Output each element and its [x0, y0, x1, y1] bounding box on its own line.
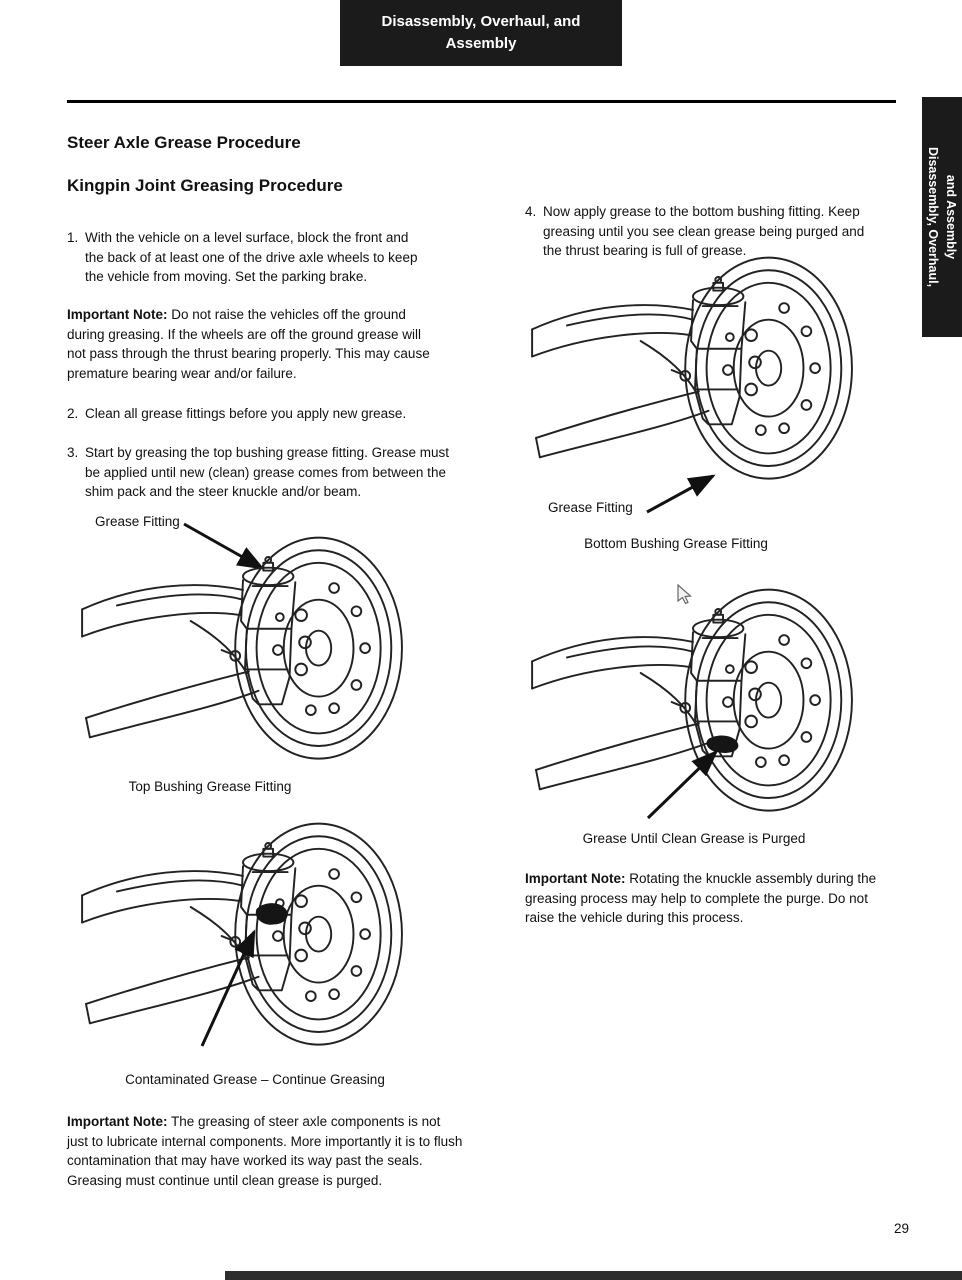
important-note-3: Important Note: Rotating the knuckle ass… — [525, 869, 897, 928]
figure-caption: Grease Until Clean Grease is Purged — [582, 831, 806, 846]
contaminated-grease-blob — [255, 903, 288, 925]
figure-caption: Top Bushing Grease Fitting — [128, 779, 292, 794]
bottom-bar — [225, 1271, 962, 1280]
axle-assembly-illustration — [78, 812, 408, 1064]
figure-bottom-bushing — [528, 246, 858, 498]
note-text: Rotating the knuckle assembly during the… — [525, 871, 877, 926]
note-label: Important Note: — [67, 1114, 168, 1129]
figure-purge-grease — [528, 578, 858, 830]
chapter-tab-text: Disassembly, Overhaul, and Assembly — [922, 97, 962, 337]
step-item-4: 4. Now apply grease to the bottom bushin… — [525, 202, 883, 261]
figure-contaminated-grease — [78, 812, 408, 1064]
step-number: 2. — [67, 406, 79, 421]
note-label: Important Note: — [525, 871, 626, 886]
note-text: The greasing of steer axle components is… — [67, 1114, 463, 1188]
step-text: Clean all grease fittings before you app… — [85, 406, 407, 421]
step-text: Now apply grease to the bottom bushing f… — [543, 204, 865, 259]
step-number: 3. — [67, 445, 79, 460]
callout-arrow — [646, 474, 716, 514]
note-text: Do not raise the vehicles off the ground… — [67, 307, 430, 381]
axle-assembly-illustration — [528, 246, 858, 498]
step-text: Start by greasing the top bushing grease… — [85, 445, 449, 500]
axle-assembly-illustration — [78, 526, 408, 778]
figure-callout-grease-fitting: Grease Fitting — [95, 514, 180, 529]
step-text: With the vehicle on a level surface, blo… — [85, 230, 418, 285]
chapter-tab-line1: Disassembly, Overhaul, — [926, 146, 940, 288]
important-note-1: Important Note: Do not raise the vehicle… — [67, 305, 435, 383]
figure-caption: Contaminated Grease – Continue Greasing — [125, 1072, 385, 1087]
section-divider — [67, 100, 896, 103]
purged-grease-blob — [706, 735, 739, 753]
pointer-arrow — [200, 929, 256, 1047]
page-number: 29 — [893, 1221, 909, 1236]
figure-callout-grease-fitting: Grease Fitting — [548, 500, 633, 515]
chapter-tab: Disassembly, Overhaul, and Assembly — [922, 97, 962, 337]
pointer-arrow — [646, 749, 719, 820]
figure-caption: Bottom Bushing Grease Fitting — [584, 536, 768, 551]
chapter-banner-title: Disassembly, Overhaul, and Assembly — [381, 12, 581, 53]
step-item-3: 3. Start by greasing the top bushing gre… — [67, 443, 461, 502]
section-title: Steer Axle Grease Procedure — [67, 133, 301, 152]
subsection-title: Kingpin Joint Greasing Procedure — [67, 176, 343, 195]
axle-assembly-illustration — [528, 578, 858, 830]
step-number: 1. — [67, 230, 79, 245]
chapter-banner: Disassembly, Overhaul, and Assembly — [340, 0, 622, 66]
mouse-cursor-icon — [677, 584, 692, 605]
important-note-2: Important Note: The greasing of steer ax… — [67, 1112, 463, 1190]
step-item-1: 1. With the vehicle on a level surface, … — [67, 228, 419, 287]
step-number: 4. — [525, 204, 537, 219]
chapter-tab-line2: and Assembly — [944, 174, 959, 260]
step-item-2: 2. Clean all grease fittings before you … — [67, 404, 467, 424]
callout-arrow — [183, 522, 265, 570]
figure-top-bushing — [78, 526, 408, 778]
note-label: Important Note: — [67, 307, 168, 322]
